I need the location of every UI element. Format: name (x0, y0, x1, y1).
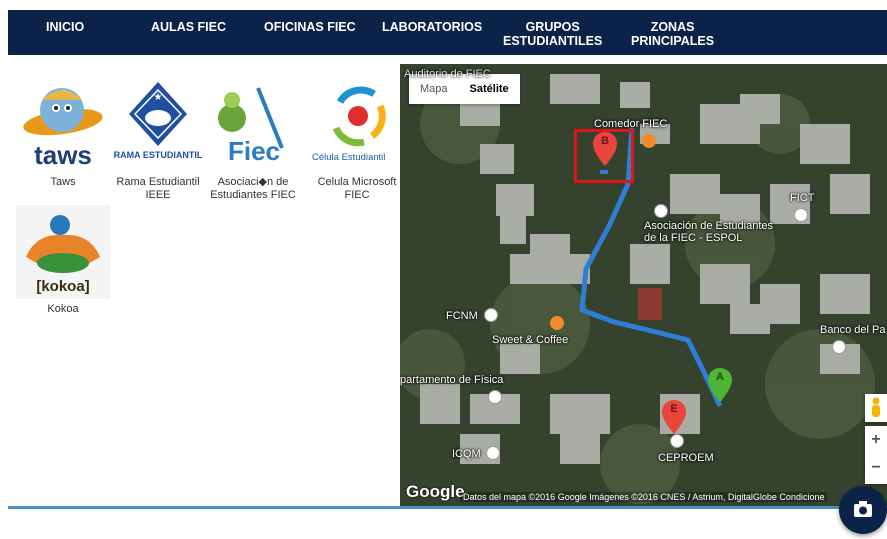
nav-zonas-principales[interactable]: ZONAS PRINCIPALES (631, 20, 715, 48)
ieee-logo: ★ RAMA ESTUDIANTIL (111, 78, 205, 172)
marker-b[interactable]: B (593, 132, 617, 171)
poi-fict-icon[interactable] (794, 208, 808, 222)
taws-logo-text: taws (34, 140, 92, 170)
asociacion-logo-text: Fiec (228, 136, 280, 166)
marker-a[interactable]: A (708, 368, 732, 407)
nav-aulas-fiec[interactable]: AULAS FIEC (151, 20, 226, 34)
group-label: Asociaci◆n de Estudiantes FIEC (210, 176, 296, 201)
map-label-banco: Banco del Pa (820, 324, 886, 336)
taws-logo: taws (16, 78, 110, 172)
map-label-sweet-coffee: Sweet & Coffee (492, 334, 569, 346)
poi-ceproem-icon[interactable] (670, 434, 684, 448)
top-navbar: INICIO AULAS FIEC OFICINAS FIEC LABORATO… (8, 10, 887, 55)
group-card-asociacion[interactable]: Fiec Asociaci◆n de Estudiantes FIEC (206, 78, 300, 202)
map-label-comedor: Comedor FIEC (594, 118, 668, 130)
map-type-mapa[interactable]: Mapa (420, 83, 448, 95)
highlight-box (574, 129, 634, 183)
map-label-fisica: partamento de Física (400, 374, 504, 386)
google-logo: Google (406, 482, 465, 501)
map-label-icqm: ICQM (452, 448, 481, 460)
map-label-ceproem: CEPROEM (658, 452, 714, 464)
group-card-celula-microsoft[interactable]: Célula Estudiantil Celula Microsoft FIEC (310, 78, 404, 202)
nav-oficinas-fiec[interactable]: OFICINAS FIEC (264, 20, 356, 34)
map-label-fict: FICT (790, 192, 815, 204)
map-attribution: Datos del mapa ©2016 Google Imágenes ©20… (460, 492, 828, 502)
kokoa-logo-text: [kokoa] (36, 278, 89, 295)
group-card-kokoa[interactable]: [kokoa] Kokoa (16, 205, 110, 316)
map-label-asociacion: Asociación de Estudiantes de la FIEC - E… (644, 220, 774, 244)
group-card-taws[interactable]: taws Taws (16, 78, 110, 189)
zoom-out-button[interactable]: − (871, 459, 881, 476)
poi-icqm-icon[interactable] (486, 446, 500, 460)
footer-divider (8, 506, 887, 509)
marker-e[interactable]: E (662, 400, 686, 439)
kokoa-logo: [kokoa] (16, 205, 110, 299)
asociacion-logo: Fiec (206, 78, 300, 172)
svg-text:★: ★ (154, 92, 163, 103)
poi-fisica-icon[interactable] (488, 390, 502, 404)
celula-logo-text: Célula Estudiantil (312, 152, 385, 163)
student-groups-grid: taws Taws ★ RAMA ESTUDIANTIL Rama Estudi… (8, 56, 404, 506)
pegman-icon[interactable] (865, 394, 887, 422)
map-label-fcnm: FCNM (446, 310, 478, 322)
group-card-ieee[interactable]: ★ RAMA ESTUDIANTIL Rama Estudiantil IEEE (111, 78, 205, 202)
celula-microsoft-logo: Célula Estudiantil (310, 78, 404, 172)
satellite-imagery (400, 64, 887, 506)
map-pin-icon (593, 132, 617, 166)
restaurant-icon[interactable] (642, 134, 656, 148)
nav-inicio[interactable]: INICIO (46, 20, 85, 34)
poi-fcnm-icon[interactable] (484, 308, 498, 322)
group-label: Celula Microsoft FIEC (317, 176, 397, 201)
nav-laboratorios[interactable]: LABORATORIOS (382, 20, 483, 34)
group-label: Taws (50, 176, 76, 188)
map-type-control: Mapa Satélite (409, 74, 520, 104)
zoom-in-button[interactable]: + (871, 431, 881, 448)
map-pin-icon (708, 368, 732, 402)
camera-icon (854, 501, 872, 517)
marker-letter: E (670, 403, 678, 415)
poi-banco-icon[interactable] (832, 340, 846, 354)
campus-map[interactable]: Mapa Satélite Auditorio de FIEC Comedor … (400, 64, 887, 506)
map-pin-icon (662, 400, 686, 434)
nav-grupos-estudiantiles[interactable]: GRUPOS ESTUDIANTILES (503, 20, 603, 48)
marker-letter: B (601, 135, 609, 147)
group-label: Rama Estudiantil IEEE (116, 176, 200, 201)
marker-letter: A (716, 371, 724, 383)
map-label-top: Auditorio de FIEC (404, 68, 491, 80)
camera-button[interactable] (839, 486, 887, 534)
group-label: Kokoa (47, 303, 79, 315)
zoom-control: + − (865, 426, 887, 484)
poi-asociacion-icon[interactable] (654, 204, 668, 218)
ieee-logo-text: RAMA ESTUDIANTIL (114, 150, 203, 160)
coffee-icon[interactable] (550, 316, 564, 330)
map-type-satelite[interactable]: Satélite (469, 83, 509, 95)
